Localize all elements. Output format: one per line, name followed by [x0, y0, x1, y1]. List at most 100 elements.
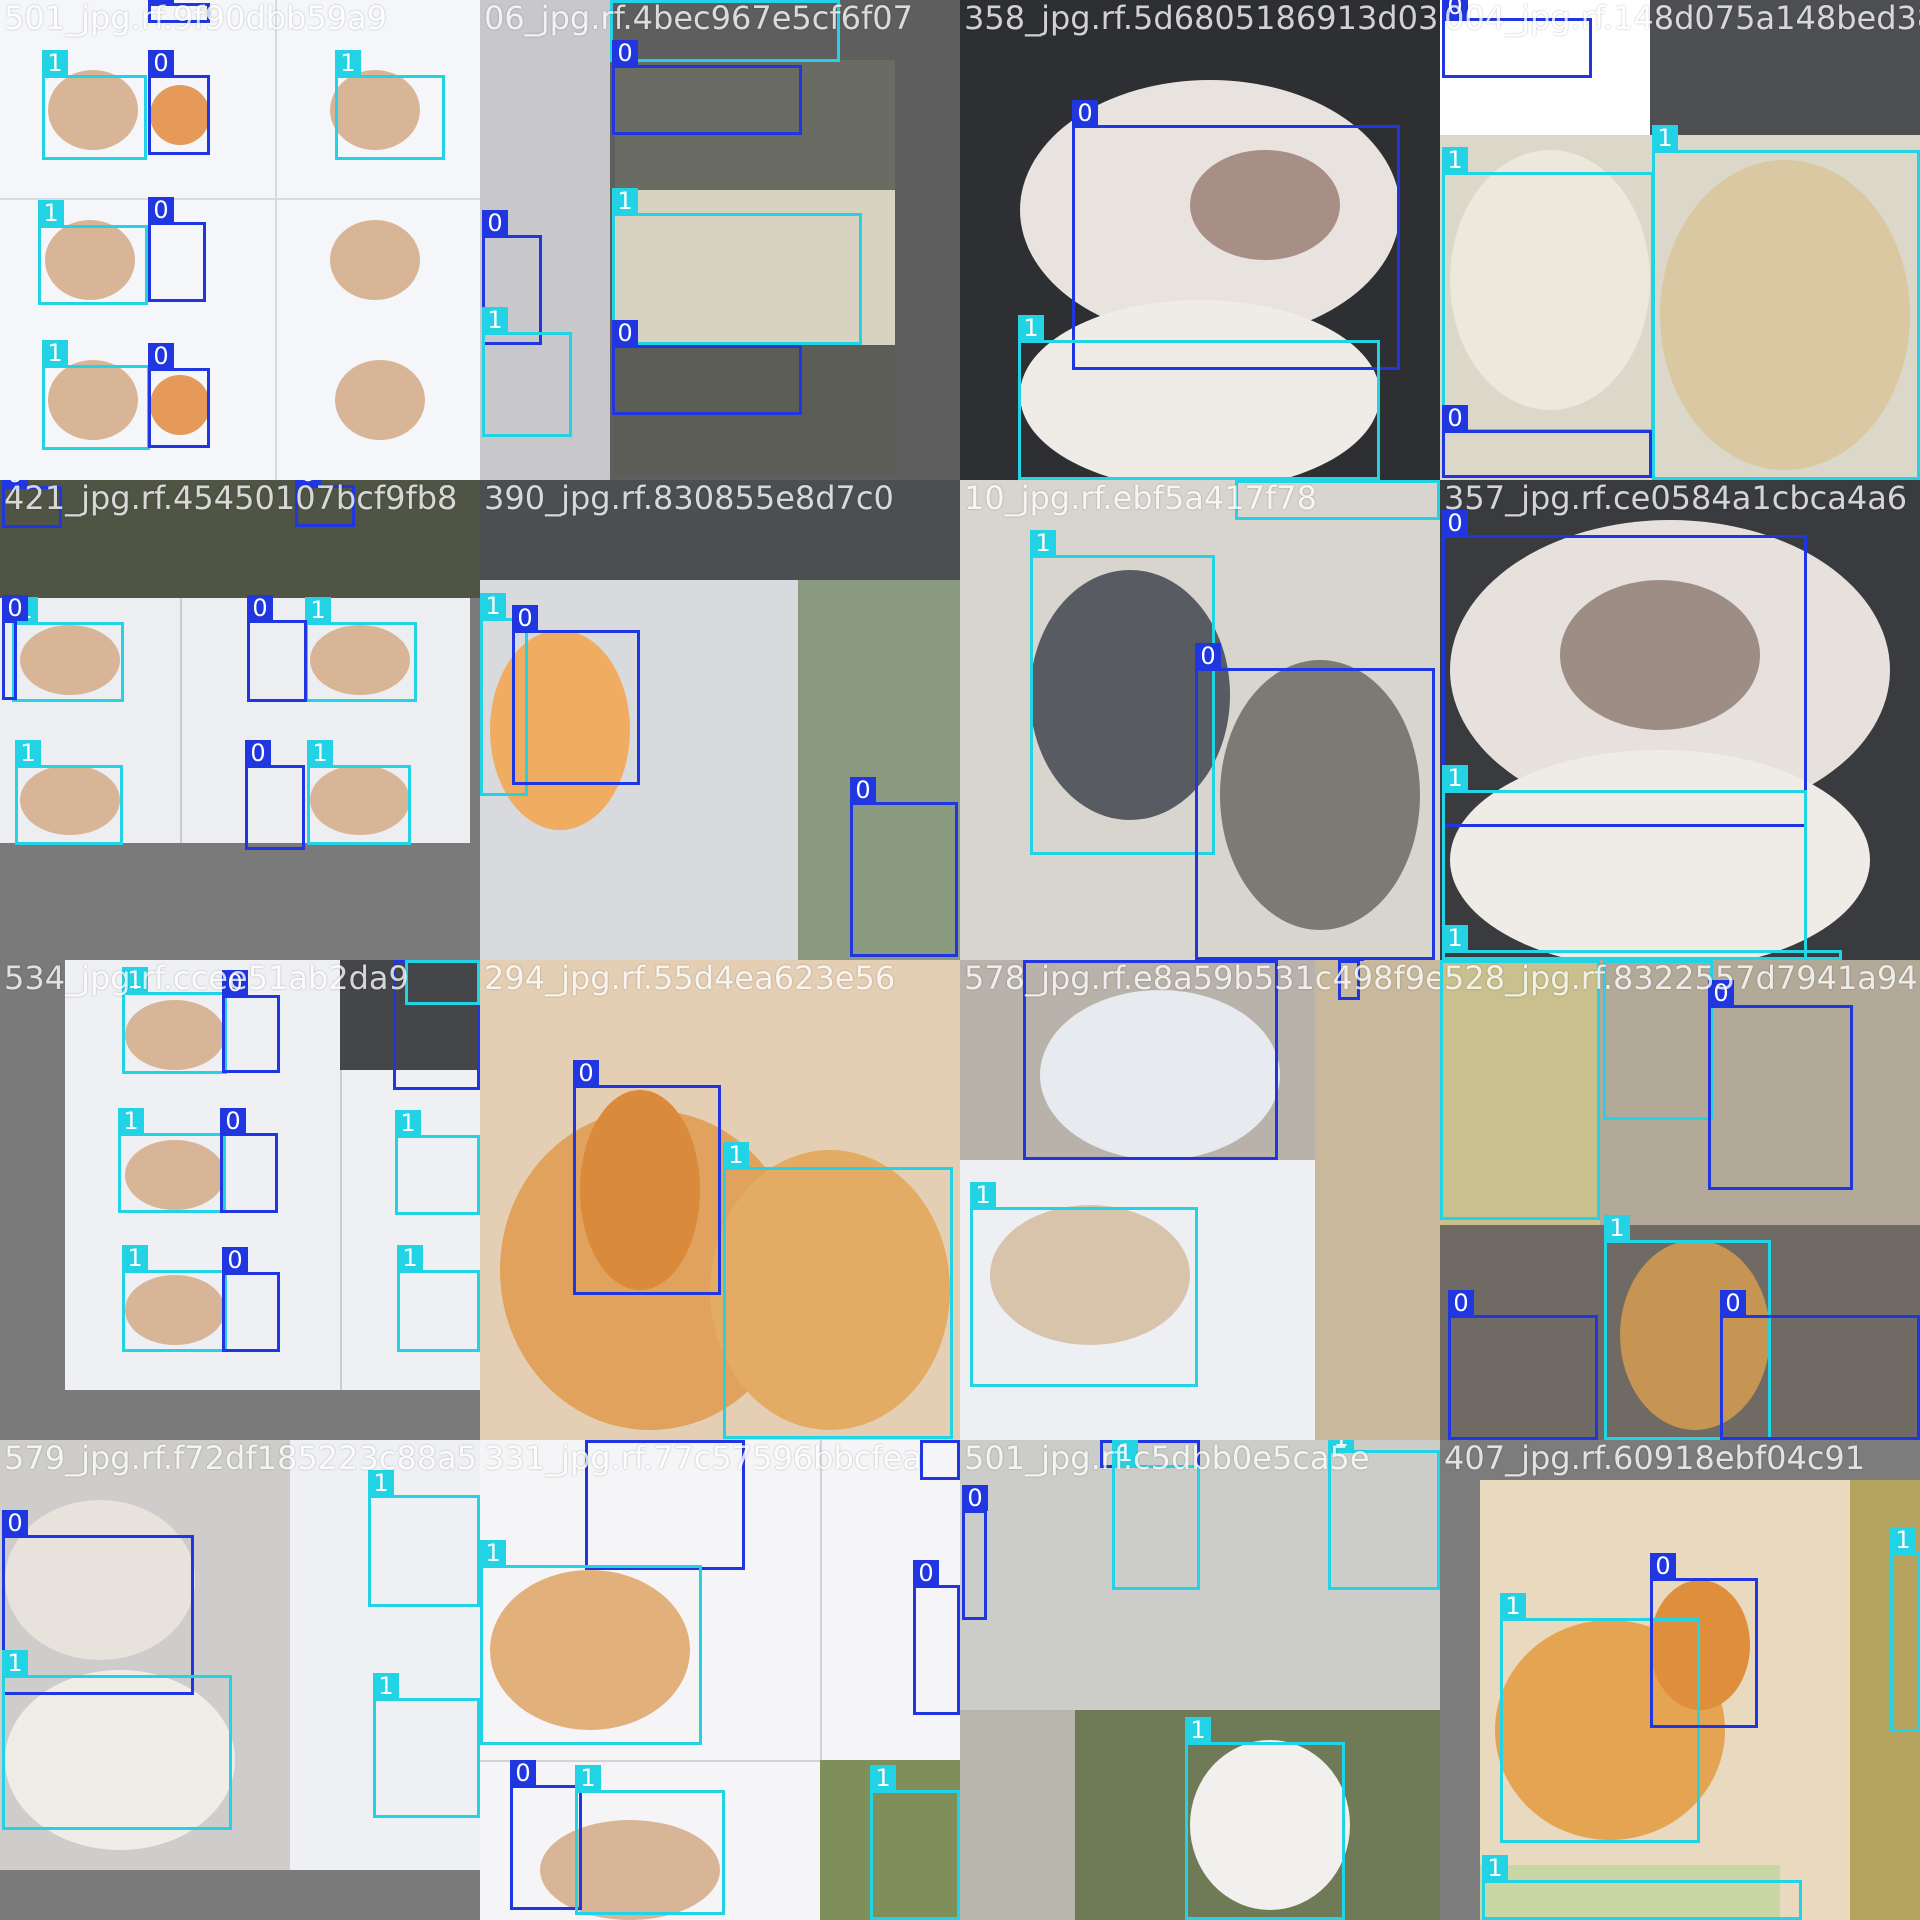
bbox-class-label: 1: [1604, 1215, 1630, 1241]
bbox-class-label: 1: [1030, 530, 1056, 556]
bbox: 1: [575, 1765, 725, 1915]
tile-9: 294_jpg.rf.55d4ea623e56 0 1: [480, 960, 960, 1440]
bbox-class-label: 0: [913, 1560, 939, 1586]
bbox-class-label: 0: [510, 1760, 536, 1786]
tile-filename: 357_jpg.rf.ce0584a1cbca4a6: [1444, 480, 1908, 517]
bbox: 0: [220, 1108, 278, 1213]
tile-3: 004_jpg.rf.148d075a148bed38 0 1 1 0: [1440, 0, 1920, 480]
tile-12: 579_jpg.rf.f72df185223c88a5 1 0 1 1: [0, 1440, 480, 1920]
bbox: 0: [222, 1247, 280, 1352]
bbox-class-label: 0: [2, 1510, 28, 1536]
tile-filename: 390_jpg.rf.830855e8d7c0: [484, 480, 894, 517]
bbox: 0: [850, 777, 958, 957]
tile-filename: 578_jpg.rf.e8a59b531c498f9e: [964, 960, 1440, 997]
bbox-class-label: 0: [1708, 980, 1734, 1006]
bbox: 1: [970, 1182, 1198, 1387]
bbox: 1: [122, 1245, 227, 1352]
bbox: 0: [612, 40, 802, 135]
bbox-class-label: 1: [405, 960, 431, 961]
bbox: 0: [1442, 510, 1807, 827]
bbox-class-label: 1: [1482, 1855, 1508, 1881]
bbox-class-label: 1: [480, 1540, 506, 1566]
bbox: 1: [1482, 1855, 1802, 1920]
tile-4: 421_jpg.rf.45450107bcf9fb8 0 0 1 0 1 0 1…: [0, 480, 480, 960]
bbox-class-label: 1: [480, 593, 506, 619]
bbox-class-label: 0: [612, 320, 638, 346]
bbox-class-label: 0: [148, 197, 174, 223]
bbox: 0: [245, 740, 305, 850]
bbox-class-label: 1: [970, 1182, 996, 1208]
bbox-class-label: 1: [397, 1245, 423, 1271]
bbox-class-label: 1: [122, 1245, 148, 1271]
bbox-class-label: 1: [1440, 960, 1466, 961]
tile-filename: 10_jpg.rf.ebf5a417f78: [964, 480, 1317, 517]
bbox-class-label: 0: [245, 740, 271, 766]
bbox-class-label: 1: [575, 1765, 601, 1791]
bbox: 0: [585, 1440, 745, 1570]
tile-13: 331_jpg.rf.77c57596bbcfea 0 1 0 0 0 1 1: [480, 1440, 960, 1920]
bbox: 1: [1440, 960, 1600, 1220]
bbox: 0: [482, 210, 542, 345]
bbox: 0: [148, 0, 210, 23]
bbox: 1: [335, 50, 445, 160]
tile-filename: 421_jpg.rf.45450107bcf9fb8: [4, 480, 458, 517]
bbox: 1: [1603, 960, 1713, 1120]
bbox: 0: [148, 343, 210, 448]
bbox-class-label: 1: [1442, 765, 1468, 791]
bbox-class-label: 1: [373, 1673, 399, 1699]
bbox: 0: [2, 480, 62, 528]
bbox-class-label: 0: [148, 343, 174, 369]
tile-filename: 501_jpg.rf.c5dbb0e5ca5e: [964, 1440, 1370, 1477]
bbox: 1: [1604, 1215, 1771, 1440]
tile-filename: 358_jpg.rf.5d6805186913d0392d2b: [964, 0, 1440, 37]
bbox: 0: [962, 1485, 988, 1620]
bbox-class-label: 1: [1235, 480, 1261, 481]
bbox-class-label: 0: [920, 1440, 946, 1441]
bbox-class-label: 0: [1072, 100, 1098, 126]
bbox-class-label: 1: [122, 967, 148, 993]
bbox: 1: [612, 188, 862, 345]
bbox-class-label: 0: [222, 1247, 248, 1273]
bbox: 0: [2, 595, 28, 700]
bbox: 1: [723, 1142, 953, 1439]
bbox-class-label: 1: [368, 1470, 394, 1496]
tile-filename: 004_jpg.rf.148d075a148bed38: [1444, 0, 1920, 37]
bbox-class-label: 0: [1442, 510, 1468, 536]
bbox-class-label: 0: [512, 605, 538, 631]
bbox: 0: [148, 50, 210, 155]
bbox-class-label: 1: [1442, 925, 1468, 951]
bbox-class-label: 0: [573, 1060, 599, 1086]
bbox: 1: [1112, 1440, 1200, 1590]
bbox: 0: [510, 1760, 582, 1910]
bbox: 1: [118, 1108, 226, 1213]
bbox-class-label: 1: [612, 188, 638, 214]
tile-14: 501_jpg.rf.c5dbb0e5ca5e 0 1 0 1 1: [960, 1440, 1440, 1920]
bbox-class-label: 0: [1442, 405, 1468, 431]
tile-8: 534_jpg.rf.ccee51ab2da9 1 0 0 1 1 0 1 1 …: [0, 960, 480, 1440]
bbox: 1: [1328, 1440, 1440, 1590]
bbox: 1: [1652, 125, 1920, 480]
bbox: 1: [2, 1650, 232, 1830]
bbox-class-label: 1: [1603, 960, 1629, 961]
bbox: 0: [1338, 960, 1364, 1000]
bbox-class-label: 1: [1328, 1440, 1354, 1451]
bbox: 1: [42, 50, 147, 160]
tile-filename: 534_jpg.rf.ccee51ab2da9: [4, 960, 409, 997]
bbox: 1: [397, 1245, 480, 1352]
tile-11: 528_jpg.rf.8322557d7941a94 1 1 0 1 0 0: [1440, 960, 1920, 1440]
bbox: 0: [1448, 1290, 1598, 1440]
tile-0: 501_jpg.rf.9f90dbb59a9 0 1 1 0 1 0 1 0: [0, 0, 480, 480]
bbox-class-label: 0: [1338, 960, 1364, 961]
bbox-class-label: 0: [220, 1108, 246, 1134]
bbox-class-label: 1: [42, 340, 68, 366]
bbox-class-label: 1: [118, 1108, 144, 1134]
bbox-class-label: 0: [1650, 1553, 1676, 1579]
tile-filename: 331_jpg.rf.77c57596bbcfea: [484, 1440, 922, 1477]
tile-5: 390_jpg.rf.830855e8d7c0 1 0 0: [480, 480, 960, 960]
bbox: 0: [222, 970, 280, 1073]
bbox: 1: [307, 740, 411, 845]
bbox: 0: [1072, 100, 1400, 370]
tile-filename: 501_jpg.rf.9f90dbb59a9: [4, 0, 387, 37]
bbox-class-label: 1: [1442, 147, 1468, 173]
bbox-class-label: 1: [38, 200, 64, 226]
